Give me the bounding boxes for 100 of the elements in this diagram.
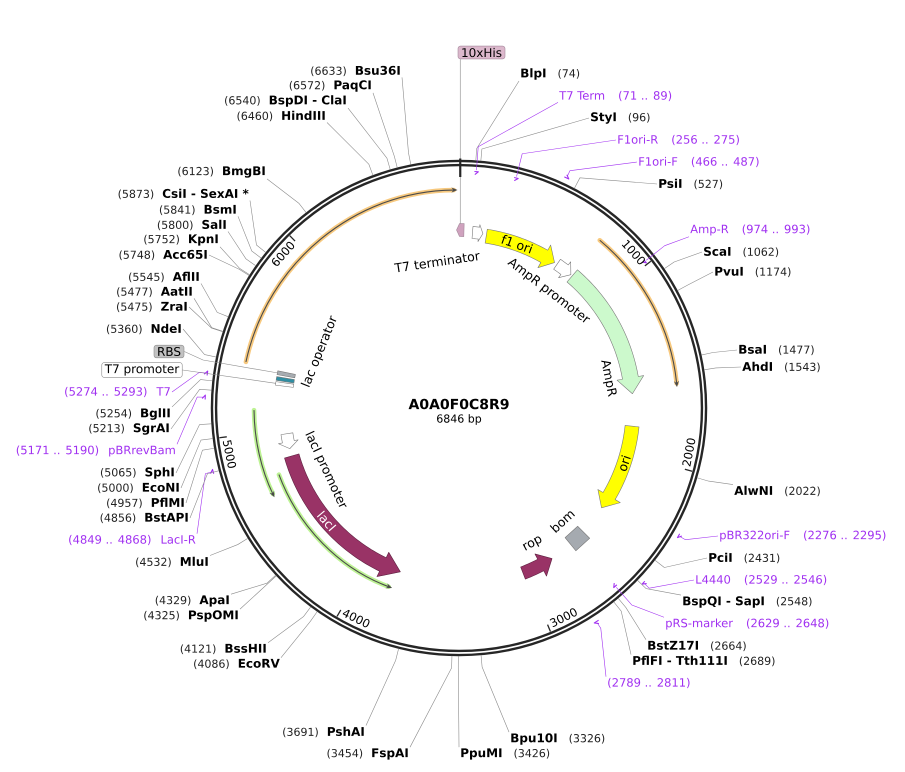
enzyme-label: PpuMI (3426) [461, 748, 550, 760]
feature-block [456, 223, 464, 237]
enzyme-label: PciI (2431) [709, 552, 780, 564]
enzyme-label: PflFI - Tth111I (2689) [633, 656, 774, 666]
leader-line [677, 272, 714, 291]
leader-line [184, 351, 278, 374]
enzyme-label: PsiI (527) [659, 178, 722, 190]
enzyme-label: (6572) PaqCI [290, 80, 371, 92]
primer-mark [642, 259, 647, 264]
primer-mark [564, 174, 570, 180]
enzyme-label: (6540) BspDI - ClaI [225, 95, 346, 107]
primer-mark [474, 170, 479, 175]
label-box: T7 promoter [101, 362, 183, 378]
leader-line [458, 656, 460, 748]
primer-mark [514, 176, 519, 182]
enzyme-label: (5873) CsiI - SexAI * [118, 188, 249, 200]
leader-line [188, 306, 224, 332]
leader-line [182, 328, 217, 358]
primer-mark [676, 534, 682, 538]
leader-line [230, 574, 276, 594]
plasmid-size: 6846 bp [437, 414, 482, 425]
enzyme-label: (5752) KpnI [144, 234, 218, 246]
enzyme-label: (4325) PspOMI [144, 610, 238, 622]
leader-line [176, 424, 212, 474]
scale-label: 4000 [342, 610, 370, 628]
feature-block: ori [598, 425, 640, 508]
enzyme-label: (4086) EcoRV [194, 658, 280, 670]
leader-line [250, 200, 266, 253]
enzyme-label: (5360) NdeI [106, 324, 181, 334]
leader-line [637, 580, 682, 596]
enzyme-label: StyI (96) [591, 112, 650, 124]
node-label: rop [522, 536, 542, 551]
leader-line [172, 372, 206, 392]
node-label: T7 terminator [394, 253, 480, 272]
primer-label: (2789 .. 2811) [608, 678, 690, 688]
leader-line [170, 389, 212, 430]
label-box: 10xHis [458, 46, 506, 60]
enzyme-label: ScaI (1062) [704, 246, 778, 258]
enzyme-label: (6633) Bsu36I [311, 66, 400, 76]
leader-line [366, 648, 399, 726]
primer-label: T7 Term (71 .. 89) [559, 90, 672, 102]
enzyme-label: BspQI - SapI (2548) [683, 596, 812, 608]
primer-label: F1ori-R (256 .. 275) [618, 134, 739, 146]
leader-line [220, 246, 250, 276]
enzyme-label: (6123) BmgBI [178, 166, 265, 178]
enzyme-label: BstZ17I (2664) [648, 640, 746, 652]
leader-line [410, 656, 452, 748]
enzyme-label: (5748) Acc65I [120, 250, 207, 260]
primer-mark [210, 468, 214, 474]
leader-line [280, 611, 318, 658]
scale-label: 5000 [222, 440, 236, 468]
leader-line [704, 366, 742, 370]
leader-line [644, 580, 694, 588]
leader-line [210, 538, 248, 556]
leader-line [268, 606, 312, 643]
leader-line [402, 77, 412, 166]
leader-line [646, 236, 690, 261]
leader-line [476, 80, 520, 161]
leader-line [596, 622, 606, 677]
enzyme-label: (4329) ApaI [156, 595, 229, 607]
leader-line [476, 102, 558, 170]
primer-label: (5274 .. 5293) T7 [65, 386, 170, 398]
leader-line [616, 587, 664, 618]
primer-label: (5171 .. 5190) pBRrevBam [16, 445, 175, 457]
enzyme-label: Bpu10I (3326) [511, 733, 604, 745]
leader-line [566, 162, 638, 177]
primer-label: pRS-marker (2629 .. 2648) [666, 618, 828, 630]
leader-line [176, 396, 204, 445]
scale-label: 3000 [550, 608, 577, 628]
enzyme-label: (5800) SalI [158, 220, 226, 230]
primer-mark [594, 620, 599, 624]
leader-line [680, 536, 718, 540]
leader-line [186, 448, 215, 504]
scale-label: 2000 [682, 438, 696, 466]
feature-block: rop [520, 536, 552, 580]
feature-block: T7 terminator [394, 224, 484, 272]
leader-line [618, 598, 646, 640]
leader-line [180, 438, 214, 488]
leader-line [574, 178, 658, 189]
enzyme-label: (5841) BsmI [160, 204, 236, 216]
leader-line [459, 58, 462, 224]
enzyme-label: AhdI (1543) [742, 362, 820, 372]
primer-label: F1ori-F (466 .. 487) [639, 156, 759, 168]
enzyme-label: PvuI (1174) [715, 266, 790, 278]
primer-label: pBR322ori-F (2276 .. 2295) [720, 530, 886, 542]
enzyme-label: (3691) PshAI [283, 726, 364, 738]
enzyme-label: (4957) PflMI [107, 498, 184, 508]
leader-line [194, 298, 224, 332]
leader-line [664, 252, 702, 270]
leader-line [238, 216, 262, 259]
leader-line [240, 575, 277, 610]
enzyme-label: (5545) AflII [129, 272, 199, 282]
feature-box [276, 370, 296, 378]
leader-line [613, 602, 632, 655]
enzyme-label: AlwNI (2022) [734, 486, 820, 496]
enzyme-label: (4532) MluI [136, 556, 208, 568]
leader-line [516, 140, 616, 177]
enzyme-label: BsaI (1477) [739, 344, 814, 356]
primer-mark [202, 394, 206, 400]
leader-line [200, 283, 229, 318]
